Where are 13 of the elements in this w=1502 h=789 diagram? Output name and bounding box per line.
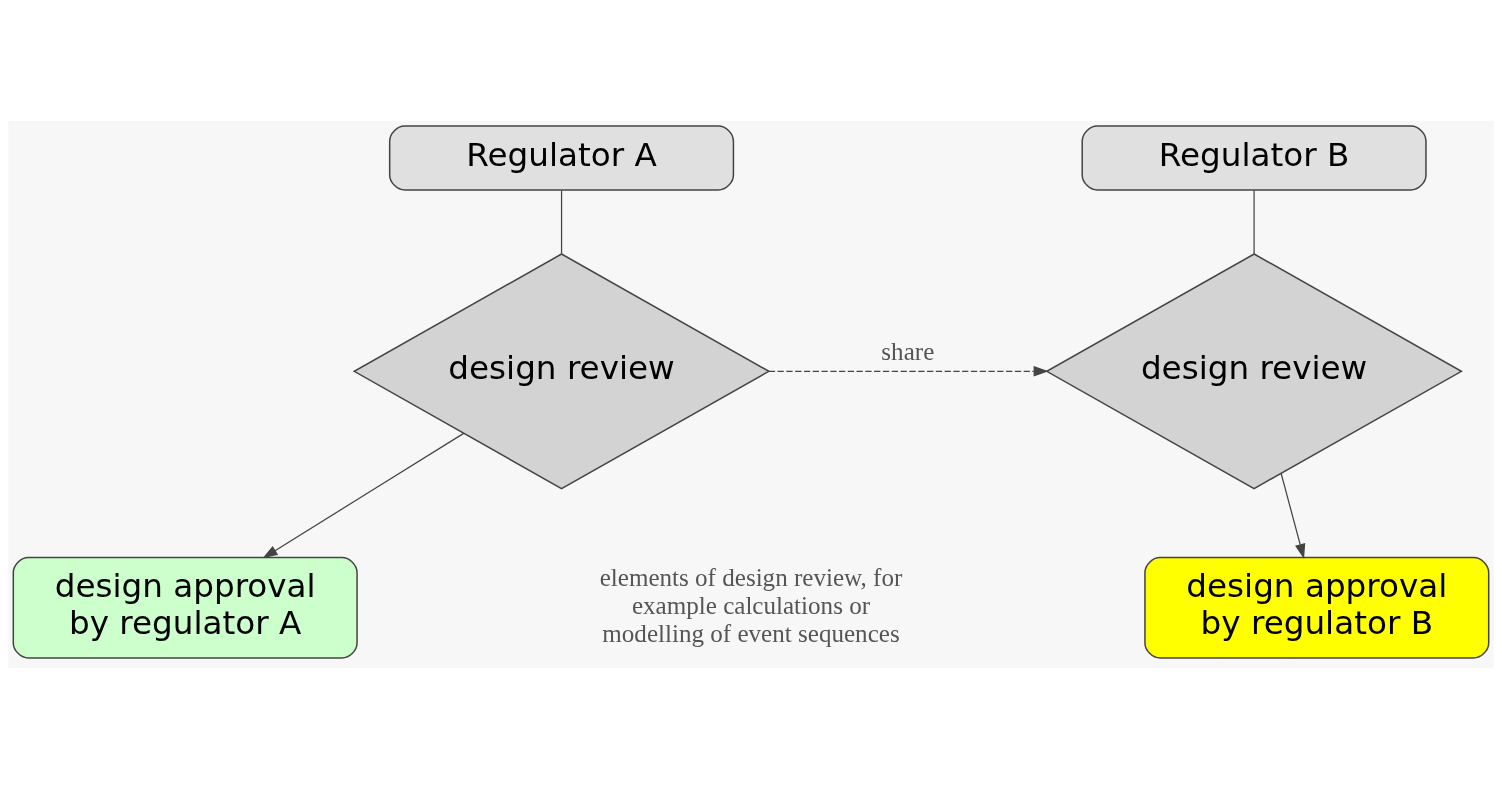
node-diamond: design review xyxy=(1045,253,1463,490)
node-box: design approval by regulator A xyxy=(12,556,358,659)
arrow xyxy=(262,432,465,559)
edge-label: share xyxy=(881,338,935,365)
connector xyxy=(1253,189,1255,255)
arrow xyxy=(768,366,1049,377)
node-box: design approval by regulator B xyxy=(1144,556,1490,659)
node-diamond: design review xyxy=(352,253,771,490)
arrow xyxy=(1280,472,1306,559)
connector xyxy=(560,189,563,255)
node-box: Regulator B xyxy=(1081,125,1427,191)
node-box: Regulator A xyxy=(388,125,735,191)
label: elements of design review, for example calculations or modelling of event sequences xyxy=(599,564,903,647)
